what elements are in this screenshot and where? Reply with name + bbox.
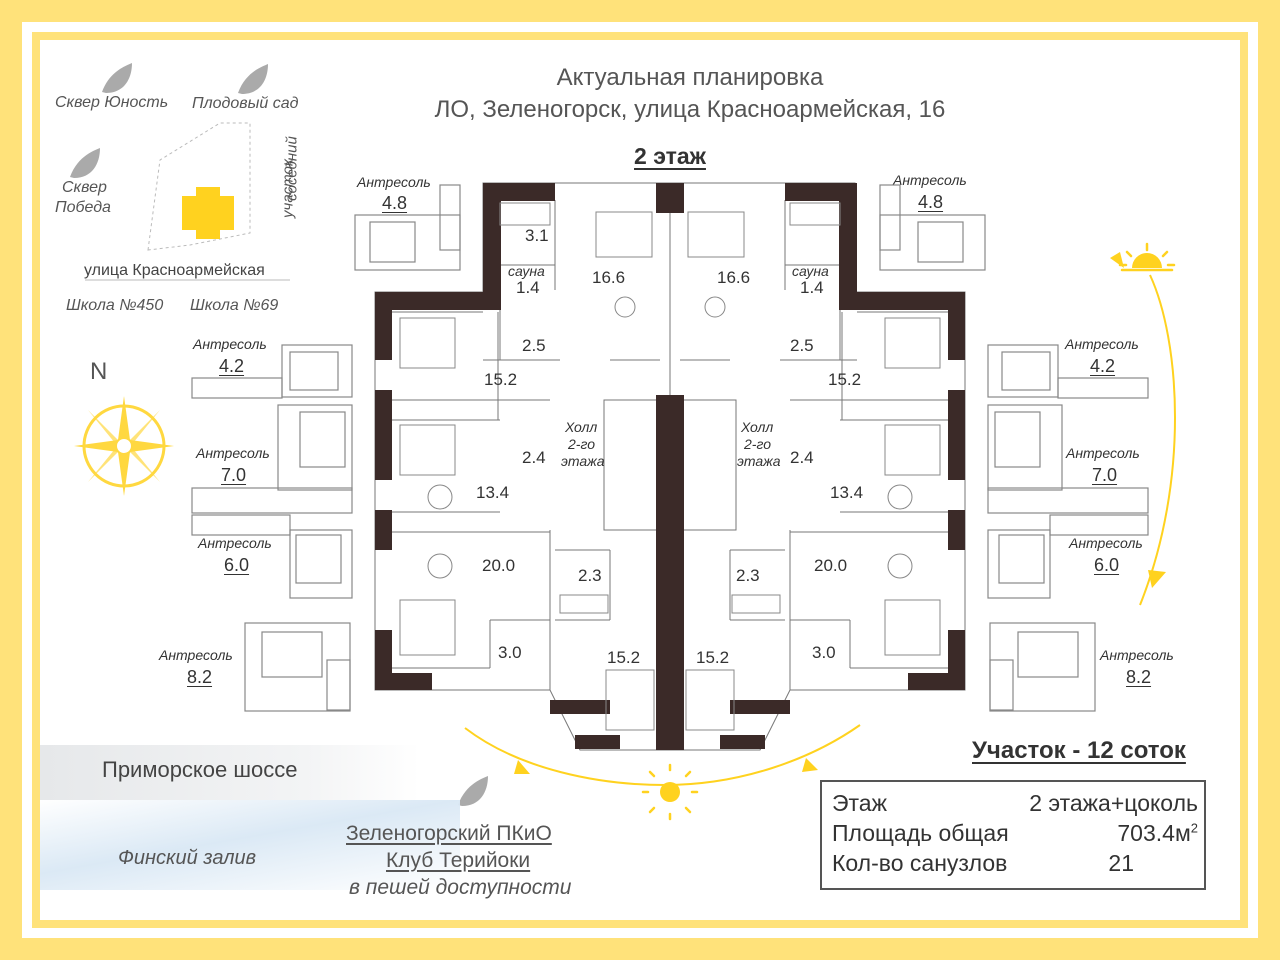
room-area: 20.0 [482, 556, 516, 575]
room-area: 16.6 [592, 268, 626, 287]
hall-label: этажа [561, 453, 605, 469]
hall-label: Холл [741, 419, 774, 435]
mezzanine-area: 7.0 [221, 465, 247, 485]
park2-label-1: Сквер [62, 179, 107, 196]
sun-icon [641, 763, 699, 821]
room-area: 2.5 [790, 336, 814, 355]
north-label: N [90, 358, 108, 385]
furniture [399, 202, 941, 731]
room-name: сауна [508, 263, 545, 279]
room-area: 1.4 [800, 278, 824, 297]
mezzanine-label: Антресоль [159, 647, 233, 663]
room-area: 2.4 [522, 448, 546, 467]
stats-key: Кол-во санузлов [832, 850, 1008, 876]
stats-key: Площадь общая [832, 820, 1009, 846]
plot-stats-table: Этаж 2 этажа+цоколь Площадь общая 703.4м… [820, 780, 1206, 890]
mezzanine-label: Антресоль [1066, 445, 1140, 461]
mezzanine-label: Антресоль [196, 445, 270, 461]
mezzanine-label: Антресоль [1100, 647, 1174, 663]
room-area: 16.6 [717, 268, 751, 287]
school-label: Школа №69 [190, 297, 279, 314]
hall-label: 2-го [744, 436, 771, 452]
mezzanine-label: Антресоль [198, 535, 272, 551]
stats-value-sup: 2 [1190, 820, 1198, 836]
room-area: 13.4 [830, 483, 864, 502]
mezzanine-area: 6.0 [224, 555, 250, 575]
stats-row: Кол-во санузлов 21 [832, 850, 1198, 880]
stats-row: Этаж 2 этажа+цоколь [832, 790, 1198, 820]
address: ЛО, Зеленогорск, улица Красноармейская, … [434, 96, 946, 123]
mezzanine-area: 8.2 [187, 667, 213, 687]
room-area: 15.2 [607, 648, 641, 667]
park-label: Сквер Юность [55, 94, 169, 111]
room-area: 13.4 [476, 483, 510, 502]
mezzanine-area: 4.2 [1090, 356, 1116, 376]
hall-label: 2-го [568, 436, 595, 452]
mezzanine-label: Антресоль [893, 172, 967, 188]
room-area: 3.0 [812, 643, 836, 662]
stats-value: 2 этажа+цоколь [1029, 790, 1198, 816]
mezzanine-area: 4.2 [219, 356, 245, 376]
room-area: 2.4 [790, 448, 814, 467]
gulf-band [40, 800, 460, 890]
club-link[interactable]: Клуб Терийоки [386, 849, 531, 872]
mezzanine-area: 4.8 [382, 193, 408, 213]
mezzanine-area: 6.0 [1094, 555, 1120, 575]
highway-band [40, 745, 420, 800]
mezzanine-plans [191, 184, 1149, 712]
mezzanine-label: Антресоль [193, 336, 267, 352]
room-area: 20.0 [814, 556, 848, 575]
room-area: 3.0 [498, 643, 522, 662]
compass-rose-icon [74, 396, 174, 496]
room-area: 3.1 [525, 226, 549, 245]
stats-value: 21 [1108, 850, 1134, 876]
garden-label: Плодовый сад [192, 95, 299, 112]
room-area: 1.4 [516, 278, 540, 297]
walk-label: в пешей доступности [349, 876, 572, 899]
leaf-icon [102, 63, 132, 93]
mezzanine-label: Антресоль [357, 174, 431, 190]
leaf-icon [238, 64, 268, 94]
mezzanine-label: Антресоль [1065, 336, 1139, 352]
room-area: 2.3 [736, 566, 760, 585]
hall-label: Холл [565, 419, 598, 435]
mezzanine-label: Антресоль [1069, 535, 1143, 551]
room-area: 2.3 [578, 566, 602, 585]
room-area: 15.2 [696, 648, 730, 667]
stats-value-wrap: 703.4м2 [1117, 820, 1198, 847]
room-area: 15.2 [484, 370, 518, 389]
highway-label: Приморское шоссе [102, 757, 298, 782]
gulf-label: Финский залив [118, 847, 257, 869]
street-label: улица Красноармейская [84, 262, 265, 279]
stats-value: 703.4м [1117, 820, 1191, 846]
room-name: сауна [792, 263, 829, 279]
sun-icon [1118, 242, 1176, 272]
school-label: Школа №450 [66, 297, 164, 314]
park2-label-2: Победа [55, 199, 111, 216]
mezzanine-area: 4.8 [918, 192, 944, 212]
stats-key: Этаж [832, 790, 887, 816]
stats-row: Площадь общая 703.4м2 [832, 820, 1198, 850]
leaf-icon [458, 776, 488, 806]
leaf-icon [70, 148, 100, 178]
location-map [70, 63, 290, 281]
room-area: 15.2 [828, 370, 862, 389]
walls [375, 183, 965, 750]
floor-title: 2 этаж [634, 143, 706, 169]
plot-heading: Участок - 12 соток [972, 737, 1186, 764]
room-area: 2.5 [522, 336, 546, 355]
park-link[interactable]: Зеленогорский ПКиО [346, 822, 552, 845]
house-marker [182, 187, 234, 239]
mezzanine-area: 8.2 [1126, 667, 1152, 687]
mezzanine-area: 7.0 [1092, 465, 1118, 485]
hall-label: этажа [737, 453, 781, 469]
plan-title: Актуальная планировка [556, 64, 824, 91]
